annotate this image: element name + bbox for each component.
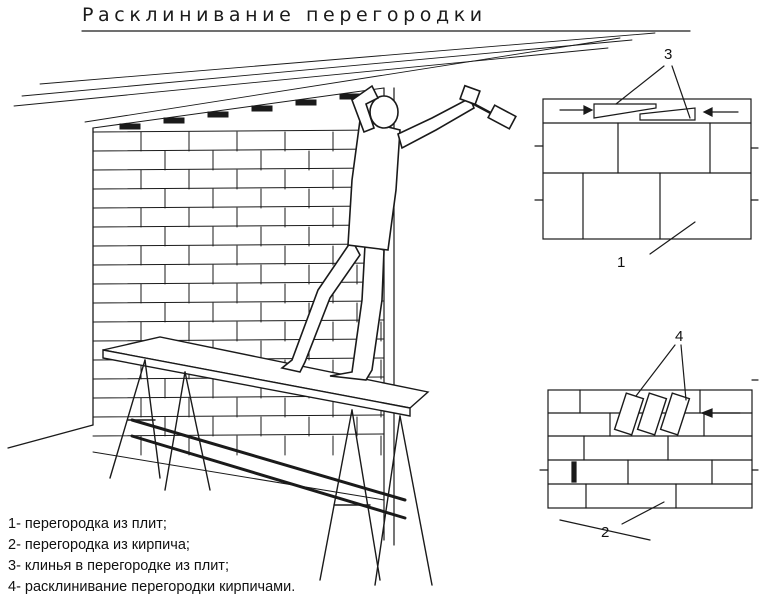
brick-course-line bbox=[92, 243, 385, 247]
top-wedge-mark bbox=[163, 117, 185, 124]
detail-brick-partition bbox=[539, 344, 759, 525]
legend-item: 2- перегородка из кирпича; bbox=[8, 537, 190, 553]
diagram-title: Расклинивание перегородки bbox=[82, 4, 487, 26]
brick-wall bbox=[92, 87, 385, 501]
brick-course-line bbox=[92, 148, 385, 152]
top-wedge-mark bbox=[119, 123, 141, 130]
wedge-right bbox=[639, 107, 696, 121]
ceiling-hatching bbox=[13, 32, 656, 123]
room-edges bbox=[7, 127, 651, 541]
legend-item: 1- перегородка из плит; bbox=[8, 516, 167, 532]
brick-course-line bbox=[92, 300, 385, 304]
brick-course-line bbox=[92, 319, 385, 323]
wall-bottom-edge bbox=[92, 451, 385, 501]
wall-top-edge bbox=[92, 87, 385, 129]
brick-course-line bbox=[92, 205, 385, 209]
callout-3: 3 bbox=[664, 46, 673, 63]
callout-1: 1 bbox=[617, 254, 626, 271]
brick-course-line bbox=[92, 414, 385, 418]
brick-course-line bbox=[92, 186, 385, 190]
top-wedge-mark bbox=[295, 99, 317, 106]
legend: 1- перегородка из плит; 2- перегородка и… bbox=[8, 514, 295, 598]
brick-course-line bbox=[92, 433, 385, 437]
callout-4: 4 bbox=[675, 328, 684, 345]
brick-course-line bbox=[92, 338, 385, 342]
scaffold bbox=[102, 336, 433, 586]
top-wedge-mark bbox=[207, 111, 229, 118]
worker-figure bbox=[280, 84, 517, 381]
brick-course-line bbox=[92, 224, 385, 228]
detail-slab-partition bbox=[534, 65, 759, 255]
brick-course-line bbox=[92, 129, 385, 133]
callout-2: 2 bbox=[601, 524, 610, 541]
top-wedge-mark bbox=[251, 105, 273, 112]
brick-course-line bbox=[92, 167, 385, 171]
legend-item: 4- расклинивание перегородки кирпичами. bbox=[8, 579, 296, 595]
wedge-left bbox=[593, 103, 657, 119]
wedge-bricks bbox=[613, 392, 691, 436]
legend-item: 3- клинья в перегородке из плит; bbox=[8, 558, 229, 574]
